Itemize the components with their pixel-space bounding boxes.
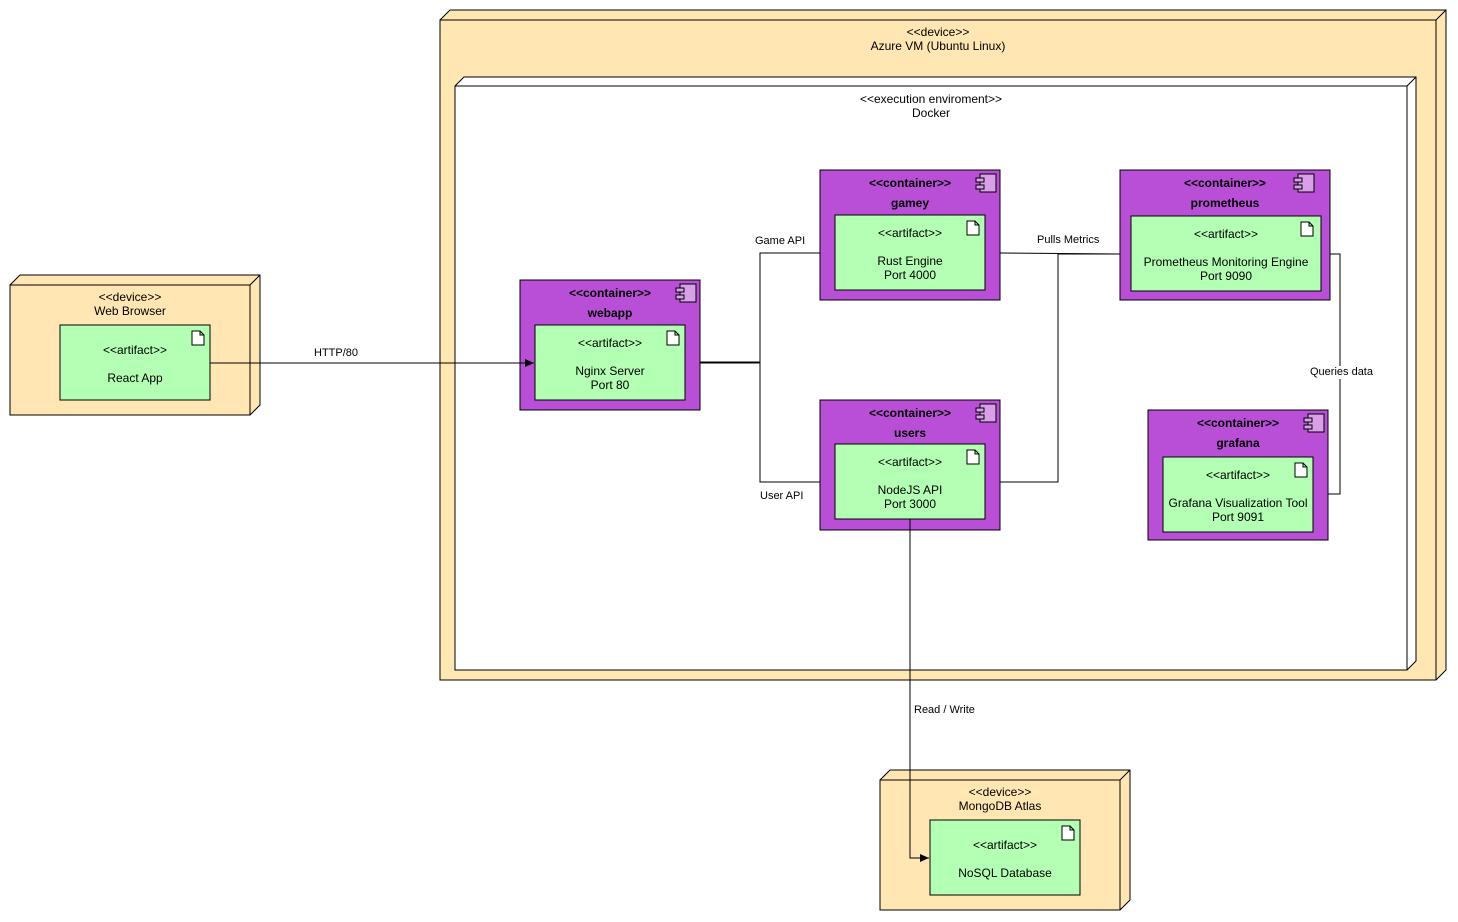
docker-label: <<execution enviroment>> Docker <box>455 92 1407 120</box>
gamey-label: <<container>> gamey <box>820 176 1000 210</box>
react-app-artifact[interactable] <box>59 324 211 401</box>
react-app-text: <<artifact>> React App <box>60 343 210 385</box>
document-icon <box>966 449 980 465</box>
rust-engine-artifact[interactable] <box>834 214 986 291</box>
webapp-stereotype: <<container>> <box>568 286 652 300</box>
component-icon <box>675 283 697 303</box>
artifact-name: Nginx Server <box>575 364 645 378</box>
prometheus-name: prometheus <box>1190 196 1260 210</box>
gamey-stereotype: <<container>> <box>868 176 952 190</box>
docker-name: Docker <box>911 106 950 120</box>
pulls-metrics-users-connector[interactable] <box>1000 253 1120 483</box>
document-icon <box>1300 221 1314 237</box>
nodejs-api-artifact[interactable] <box>834 443 986 520</box>
component-icon <box>975 403 997 423</box>
artifact-name: React App <box>107 371 163 385</box>
read-write-edge-label: Read / Write <box>914 704 975 716</box>
artifact-name: NodeJS API <box>877 483 943 497</box>
docker-stereotype: <<execution enviroment>> <box>859 92 1003 106</box>
pulls-metrics-edge-label: Pulls Metrics <box>1037 234 1100 246</box>
artifact-port: Port 9091 <box>1211 510 1265 524</box>
http-edge-label: HTTP/80 <box>314 347 359 359</box>
user-api-connector[interactable] <box>759 363 820 483</box>
users-stereotype: <<container>> <box>868 406 952 420</box>
mongodb-name: MongoDB Atlas <box>958 799 1042 813</box>
artifact-name: Rust Engine <box>877 254 943 268</box>
grafana-tool-text: <<artifact>> Grafana Visualization Tool … <box>1163 468 1313 524</box>
artifact-stereotype: <<artifact>> <box>577 336 643 350</box>
artifact-stereotype: <<artifact>> <box>102 343 168 357</box>
artifact-name: Prometheus Monitoring Engine <box>1143 255 1309 269</box>
document-icon <box>1061 825 1075 841</box>
grafana-tool-artifact[interactable] <box>1162 456 1314 533</box>
component-icon <box>975 173 997 193</box>
artifact-stereotype: <<artifact>> <box>1193 227 1259 241</box>
web-browser-name: Web Browser <box>94 304 166 318</box>
prometheus-engine-text: <<artifact>> Prometheus Monitoring Engin… <box>1131 227 1321 283</box>
webapp-name: webapp <box>587 306 633 320</box>
component-icon <box>1303 413 1325 433</box>
component-icon <box>1293 173 1315 193</box>
rust-engine-text: <<artifact>> Rust Engine Port 4000 <box>835 226 985 282</box>
prometheus-stereotype: <<container>> <box>1183 176 1267 190</box>
document-icon <box>191 330 205 346</box>
prometheus-engine-artifact[interactable] <box>1130 215 1322 292</box>
document-icon <box>1294 462 1308 478</box>
mongodb-label: <<device>> MongoDB Atlas <box>880 785 1120 813</box>
web-browser-label: <<device>> Web Browser <box>10 290 250 318</box>
artifact-port: Port 80 <box>590 378 630 392</box>
artifact-port: Port 9090 <box>1199 269 1253 283</box>
web-browser-stereotype: <<device>> <box>98 290 162 304</box>
artifact-stereotype: <<artifact>> <box>877 226 943 240</box>
azure-vm-label: <<device>> Azure VM (Ubuntu Linux) <box>440 25 1436 53</box>
artifact-stereotype: <<artifact>> <box>1205 468 1271 482</box>
mongodb-stereotype: <<device>> <box>968 785 1032 799</box>
artifact-stereotype: <<artifact>> <box>877 455 943 469</box>
gamey-name: gamey <box>890 196 930 210</box>
users-label: <<container>> users <box>820 406 1000 440</box>
prometheus-label: <<container>> prometheus <box>1120 176 1330 210</box>
document-icon <box>966 220 980 236</box>
webapp-label: <<container>> webapp <box>520 286 700 320</box>
nosql-database-artifact[interactable] <box>929 819 1081 896</box>
artifact-port: Port 3000 <box>883 497 937 511</box>
game-api-connector[interactable] <box>700 252 820 364</box>
nodejs-api-text: <<artifact>> NodeJS API Port 3000 <box>835 455 985 511</box>
nginx-server-text: <<artifact>> Nginx Server Port 80 <box>535 336 685 392</box>
grafana-label: <<container>> grafana <box>1148 416 1328 450</box>
queries-data-edge-label: Queries data <box>1310 366 1373 379</box>
read-write-connector[interactable] <box>909 519 929 862</box>
azure-vm-name: Azure VM (Ubuntu Linux) <box>870 39 1006 53</box>
grafana-stereotype: <<container>> <box>1196 416 1280 430</box>
grafana-name: grafana <box>1216 436 1260 450</box>
artifact-name: NoSQL Database <box>958 866 1052 880</box>
game-api-edge-label: Game API <box>755 235 806 247</box>
artifact-name: Grafana Visualization Tool <box>1168 496 1308 510</box>
artifact-stereotype: <<artifact>> <box>972 838 1038 852</box>
azure-vm-stereotype: <<device>> <box>906 25 970 39</box>
users-name: users <box>893 426 927 440</box>
artifact-port: Port 4000 <box>883 268 937 282</box>
document-icon <box>666 330 680 346</box>
user-api-edge-label: User API <box>760 490 804 502</box>
nosql-database-text: <<artifact>> NoSQL Database <box>930 838 1080 880</box>
nginx-server-artifact[interactable] <box>534 324 686 401</box>
